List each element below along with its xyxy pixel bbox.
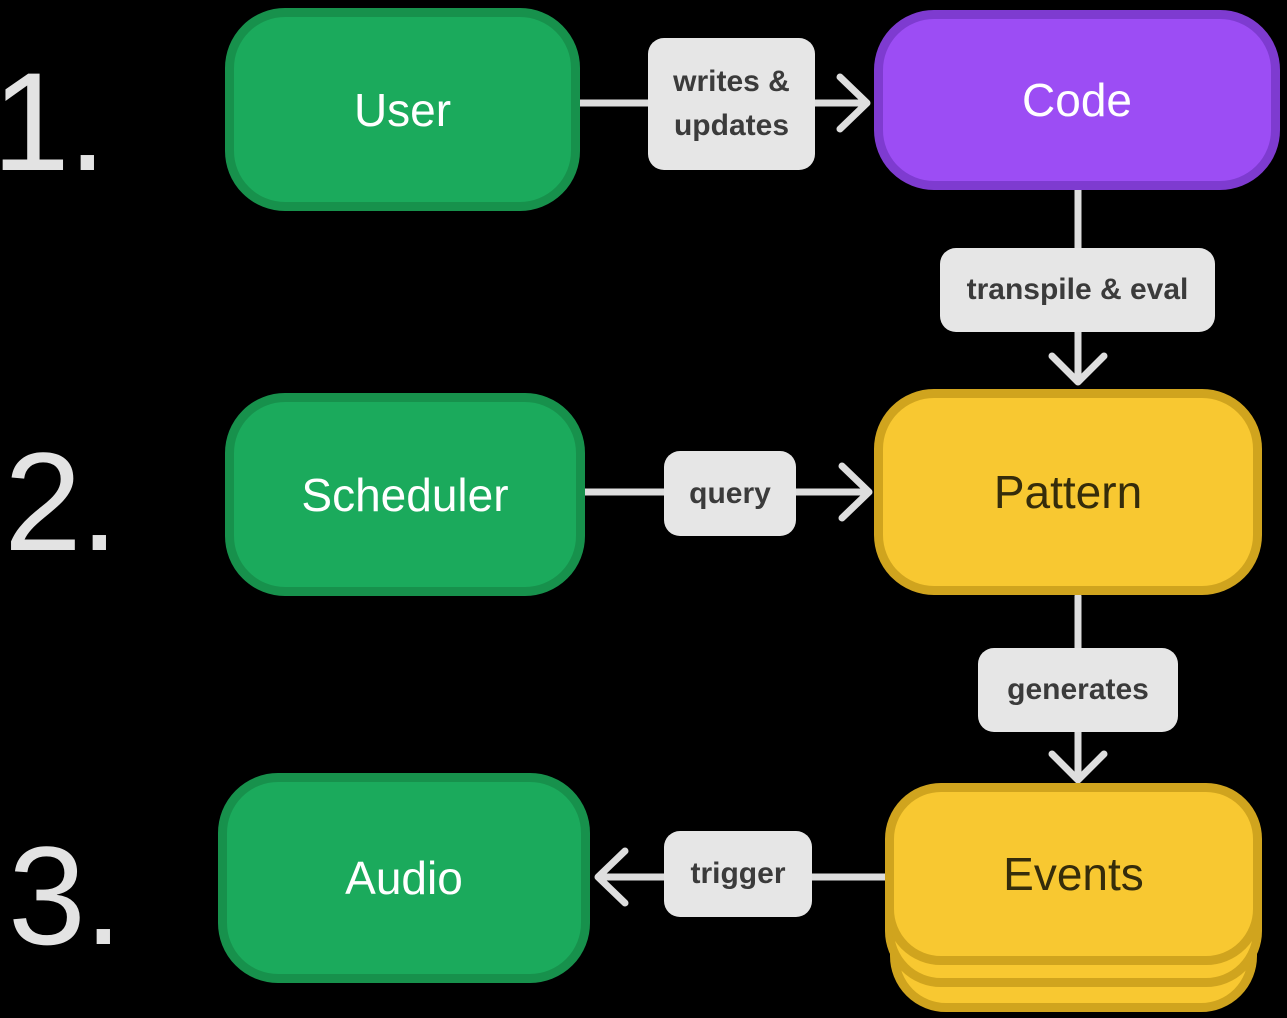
code-node: Code [874,10,1280,190]
events-node: Events [885,783,1262,965]
step-number-3: 3. [8,817,123,974]
audio-node-label: Audio [345,852,463,904]
code-node-label: Code [1022,74,1132,126]
step-number-1: 1. [0,43,107,200]
scheduler-node-label: Scheduler [301,468,509,521]
edge-label-generates: generates [978,648,1178,732]
pattern-node: Pattern [874,389,1262,595]
events-node-label: Events [1003,848,1144,900]
edge-label-query: query [664,451,796,536]
audio-node: Audio [218,773,590,983]
step-number-2: 2. [4,423,119,580]
edge-label-writes-updates: writes & updates [648,38,815,170]
scheduler-node: Scheduler [225,393,585,596]
edge-label-trigger: trigger [664,831,812,917]
events-node-stack: Events [885,783,1262,1018]
user-node-label: User [353,83,452,136]
edge-label-transpile-eval: transpile & eval [940,248,1215,332]
pattern-node-label: Pattern [993,466,1143,518]
user-node: User [225,8,580,211]
